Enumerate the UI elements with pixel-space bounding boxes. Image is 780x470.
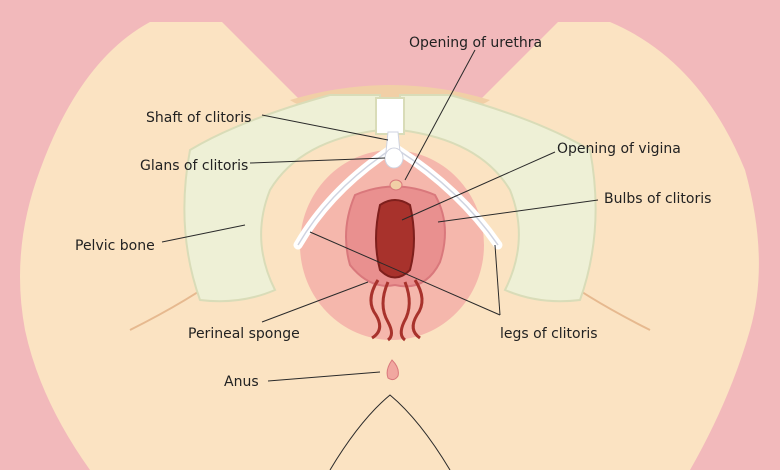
labels: Opening of urethra Shaft of clitoris Gla… [75, 35, 711, 390]
leg-of-clitoris-left-edge [297, 149, 391, 246]
buttock-crease [329, 394, 451, 470]
label-pelvic-bone: Pelvic bone [75, 238, 155, 254]
pelvic-bone [183, 94, 597, 303]
label-opening-of-vigina: Opening of vigina [557, 141, 681, 157]
glans-of-clitoris [384, 147, 404, 169]
anus [386, 359, 399, 381]
label-opening-of-urethra: Opening of urethra [409, 35, 542, 51]
abdomen-fold [200, 0, 580, 100]
label-perineal-sponge: Perineal sponge [188, 326, 300, 342]
leg-of-clitoris-right-edge [397, 149, 499, 246]
leader-lines [161, 49, 599, 382]
perineal-sponge [369, 279, 424, 342]
opening-of-urethra [389, 179, 403, 191]
label-shaft-of-clitoris: Shaft of clitoris [146, 110, 251, 126]
label-anus: Anus [224, 374, 259, 390]
label-glans-of-clitoris: Glans of clitoris [140, 158, 248, 174]
label-legs-of-clitoris: legs of clitoris [500, 326, 598, 342]
label-bulbs-of-clitoris: Bulbs of clitoris [604, 191, 711, 207]
opening-of-vagina [375, 199, 415, 279]
